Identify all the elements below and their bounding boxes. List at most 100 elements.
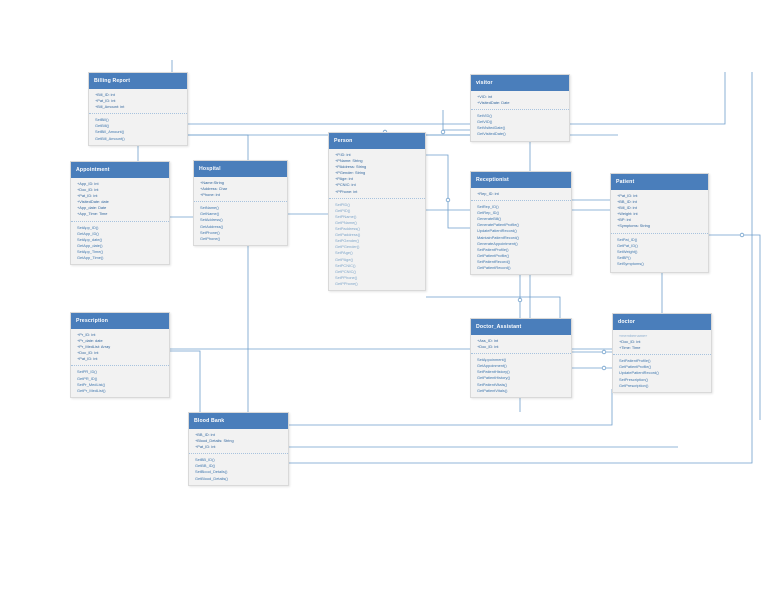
operations-compartment-visitor: SetVID()GetVID()SetVisitedDate()GetVisit… — [471, 110, 569, 140]
attribute-row: +PGender: String — [335, 170, 366, 176]
class-name-visitor: visitor — [471, 75, 569, 91]
attribute-row: +BP: int — [617, 217, 631, 223]
attribute-row: +Weight: int — [617, 211, 638, 217]
operation-row: SetWeight() — [617, 248, 638, 254]
operation-row: GetPr_MedList() — [77, 387, 106, 393]
class-box-doctor_assistant[interactable]: Doctor_Assistant +Ass_ID: int+Doc_ID: int… — [470, 318, 572, 398]
association-endpoint-marker — [445, 197, 451, 203]
operation-row: GetBlood_Details() — [195, 475, 228, 481]
class-name-blood_bank: Blood Bank — [189, 413, 288, 429]
attribute-row: +Doc_ID: int — [77, 187, 99, 193]
operation-row: GetVID() — [477, 119, 493, 125]
operation-row: GetPName() — [335, 219, 357, 225]
operation-row: GetPrescription() — [619, 382, 649, 388]
connector-billing-report-to-right-bus — [188, 72, 726, 125]
operation-row: SetAddress() — [200, 217, 223, 223]
attribute-row: +Doc_ID: int — [77, 350, 99, 356]
connector-person-to-receptionist — [426, 154, 470, 229]
operation-row: SetBlood_Details() — [195, 469, 228, 475]
class-name-patient: Patient — [611, 174, 708, 190]
class-name-prescription: Prescription — [71, 313, 169, 329]
class-name-doctor_assistant: Doctor_Assistant — [471, 319, 571, 335]
operation-row: GetApp_Time() — [77, 255, 104, 261]
operation-row: GetName() — [200, 211, 220, 217]
operation-row: SetPatientRecord() — [477, 258, 511, 264]
operation-row: SetPGender() — [335, 238, 360, 244]
attribute-row: +App_ID: int — [77, 181, 99, 186]
class-box-hospital[interactable]: Hospital+Name:String+Address: Char+Phone… — [193, 160, 288, 246]
operation-row: SetBill_Amount() — [95, 129, 125, 135]
operation-row: SetPR_ID() — [77, 369, 97, 375]
operation-row: SetSymptoms() — [617, 260, 644, 266]
operation-row: SetPaddress() — [335, 226, 360, 232]
class-name-receptionist: Receptionist — [471, 172, 571, 188]
attribute-row: +Phone: int — [200, 192, 220, 198]
class-box-patient[interactable]: Patient+Pat_ID: int+BB_ID: int+Bill_ID: … — [610, 173, 709, 273]
attribute-row: +VisitedDate: Date — [477, 100, 510, 106]
attribute-row: +Doc_ID: int — [477, 344, 499, 350]
operation-row: SetPatientHistory() — [477, 369, 510, 375]
class-box-doctor[interactable]: doctor«membername»+Doc_ID: int+Time: Tim… — [612, 313, 712, 393]
attribute-row: +Bill_ID: int — [95, 92, 115, 97]
class-name-appointment: Appointment — [71, 162, 169, 178]
operation-row: GetPatientProfile() — [477, 252, 510, 258]
operation-row: GetPatientVitals() — [477, 387, 508, 393]
operation-row: SetName() — [200, 205, 219, 211]
operation-row: SetBB_ID() — [195, 457, 215, 463]
operation-row: SetBP() — [617, 254, 631, 260]
attribute-row: +Rep_ID: int — [477, 191, 499, 196]
attribute-row: +VisitedDate: date — [77, 199, 109, 205]
class-name-billing_report: Billing Report — [89, 73, 187, 89]
operation-row: SetBill() — [95, 117, 109, 123]
association-endpoint-marker — [440, 129, 446, 135]
class-box-blood_bank[interactable]: Blood Bank+BB_ID: int+Blood_Details: Str… — [188, 412, 289, 486]
operation-row: SetPName() — [335, 213, 357, 219]
operation-row: GetPR_ID() — [77, 375, 98, 381]
attribute-row: +PPhone: int — [335, 188, 358, 194]
operation-row: MaintainPatientRecord() — [477, 234, 519, 240]
operation-row: SetApp_Time() — [77, 248, 104, 254]
attribute-row: +Doc_ID: int — [619, 339, 641, 345]
operation-row: GetVisitedDate() — [477, 131, 506, 137]
operation-row: GetPID() — [335, 207, 351, 213]
attribute-row: +VID: int — [477, 94, 493, 99]
class-box-prescription[interactable]: Prescription+Pr_ID: int+Pr_date: date+Pr… — [70, 312, 170, 398]
class-box-person[interactable]: Person+P.ID: int+PName: String+PAddress:… — [328, 132, 426, 291]
attribute-row: +Pat_ID: int — [617, 193, 638, 198]
operation-row: SetPPhone() — [335, 274, 358, 280]
operation-row: SetPCNIC() — [335, 262, 356, 268]
attribute-row: +Symptoms: String — [617, 223, 650, 229]
class-box-billing_report[interactable]: Billing Report+Bill_ID: int+Pat_ID: int+… — [88, 72, 188, 146]
attributes-compartment-patient: +Pat_ID: int+BB_ID: int+Bill_ID: int+Wei… — [611, 190, 708, 234]
attribute-row: +BB_ID: int — [195, 432, 215, 437]
class-name-hospital: Hospital — [194, 161, 287, 177]
attribute-row: +Pr_MedList: Array — [77, 344, 111, 350]
operation-row: GetPat_ID() — [617, 242, 638, 248]
class-box-appointment[interactable]: Appointment+App_ID: int+Doc_ID: int+Pat_… — [70, 161, 170, 266]
attributes-compartment-appointment: +App_ID: int+Doc_ID: int+Pat_ID: int+Vis… — [71, 178, 169, 222]
operation-row: UpdatePatientRecord() — [619, 370, 659, 376]
operation-row: SetPat_ID() — [617, 236, 638, 242]
class-name-doctor: doctor — [613, 314, 711, 330]
attribute-row: +PName: String — [335, 158, 363, 164]
attributes-compartment-blood_bank: +BB_ID: int+Blood_Details: String+Pat_ID… — [189, 429, 288, 455]
attribute-row: +Name:String — [200, 180, 224, 185]
attribute-row: +Pat_ID: int — [77, 356, 98, 362]
connector-prescription-to-blood-bank — [170, 350, 201, 412]
operation-row: GenerateBill() — [477, 216, 502, 222]
attribute-row: +Ass_ID: int — [477, 338, 499, 343]
attribute-row: +Pr_date: date — [77, 338, 103, 344]
attribute-row: +PAddress: String — [335, 164, 367, 170]
attribute-row: +Bill_Amount: int — [95, 104, 125, 110]
operations-compartment-receptionist: SetRep_ID()GetRep_ID()GenerateBill()Gene… — [471, 201, 571, 274]
operation-row: GetApp_date() — [77, 242, 103, 248]
attribute-row: «membername» — [619, 333, 648, 338]
operation-row: SetPatientVitals() — [477, 381, 507, 387]
operation-row: SetRep_ID() — [477, 204, 499, 210]
operation-row: SetVisitedDate() — [477, 125, 506, 131]
attributes-compartment-doctor: «membername»+Doc_ID: int+Time: Time — [613, 330, 711, 356]
operation-row: UpdatePatientRecord() — [477, 228, 517, 234]
